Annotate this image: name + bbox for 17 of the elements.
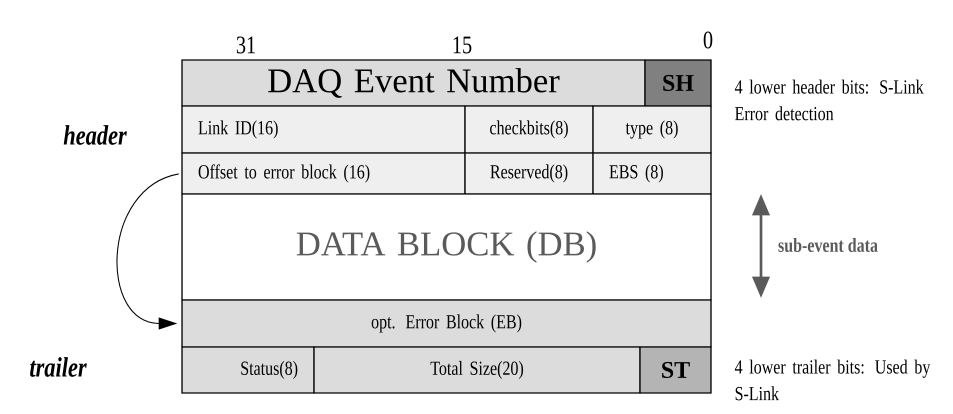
section-label: header	[64, 125, 127, 145]
bit-number: 31	[236, 36, 255, 54]
data-block: DATA BLOCK (DB)	[181, 193, 712, 301]
bit-number: 0	[704, 31, 712, 49]
field-box: Status(8)	[181, 346, 315, 394]
field-box: ST	[639, 346, 712, 394]
bit-number: 15	[454, 36, 472, 54]
field-box: checkbits(8)	[464, 105, 594, 154]
section-label: trailer	[30, 357, 87, 377]
note-text: 4 lower header bits: S-Link Error detection	[734, 80, 924, 120]
field-box: Reserved(8)	[464, 152, 594, 195]
field-box: SH	[644, 59, 712, 107]
side-label: sub-event data	[778, 238, 878, 252]
field-box: DAQ Event Number	[181, 59, 646, 107]
note-text: 4 lower trailer bits: Used by S-Link	[734, 360, 930, 400]
field-box: EBS (8)	[592, 152, 712, 195]
field-box: type (8)	[592, 105, 712, 154]
